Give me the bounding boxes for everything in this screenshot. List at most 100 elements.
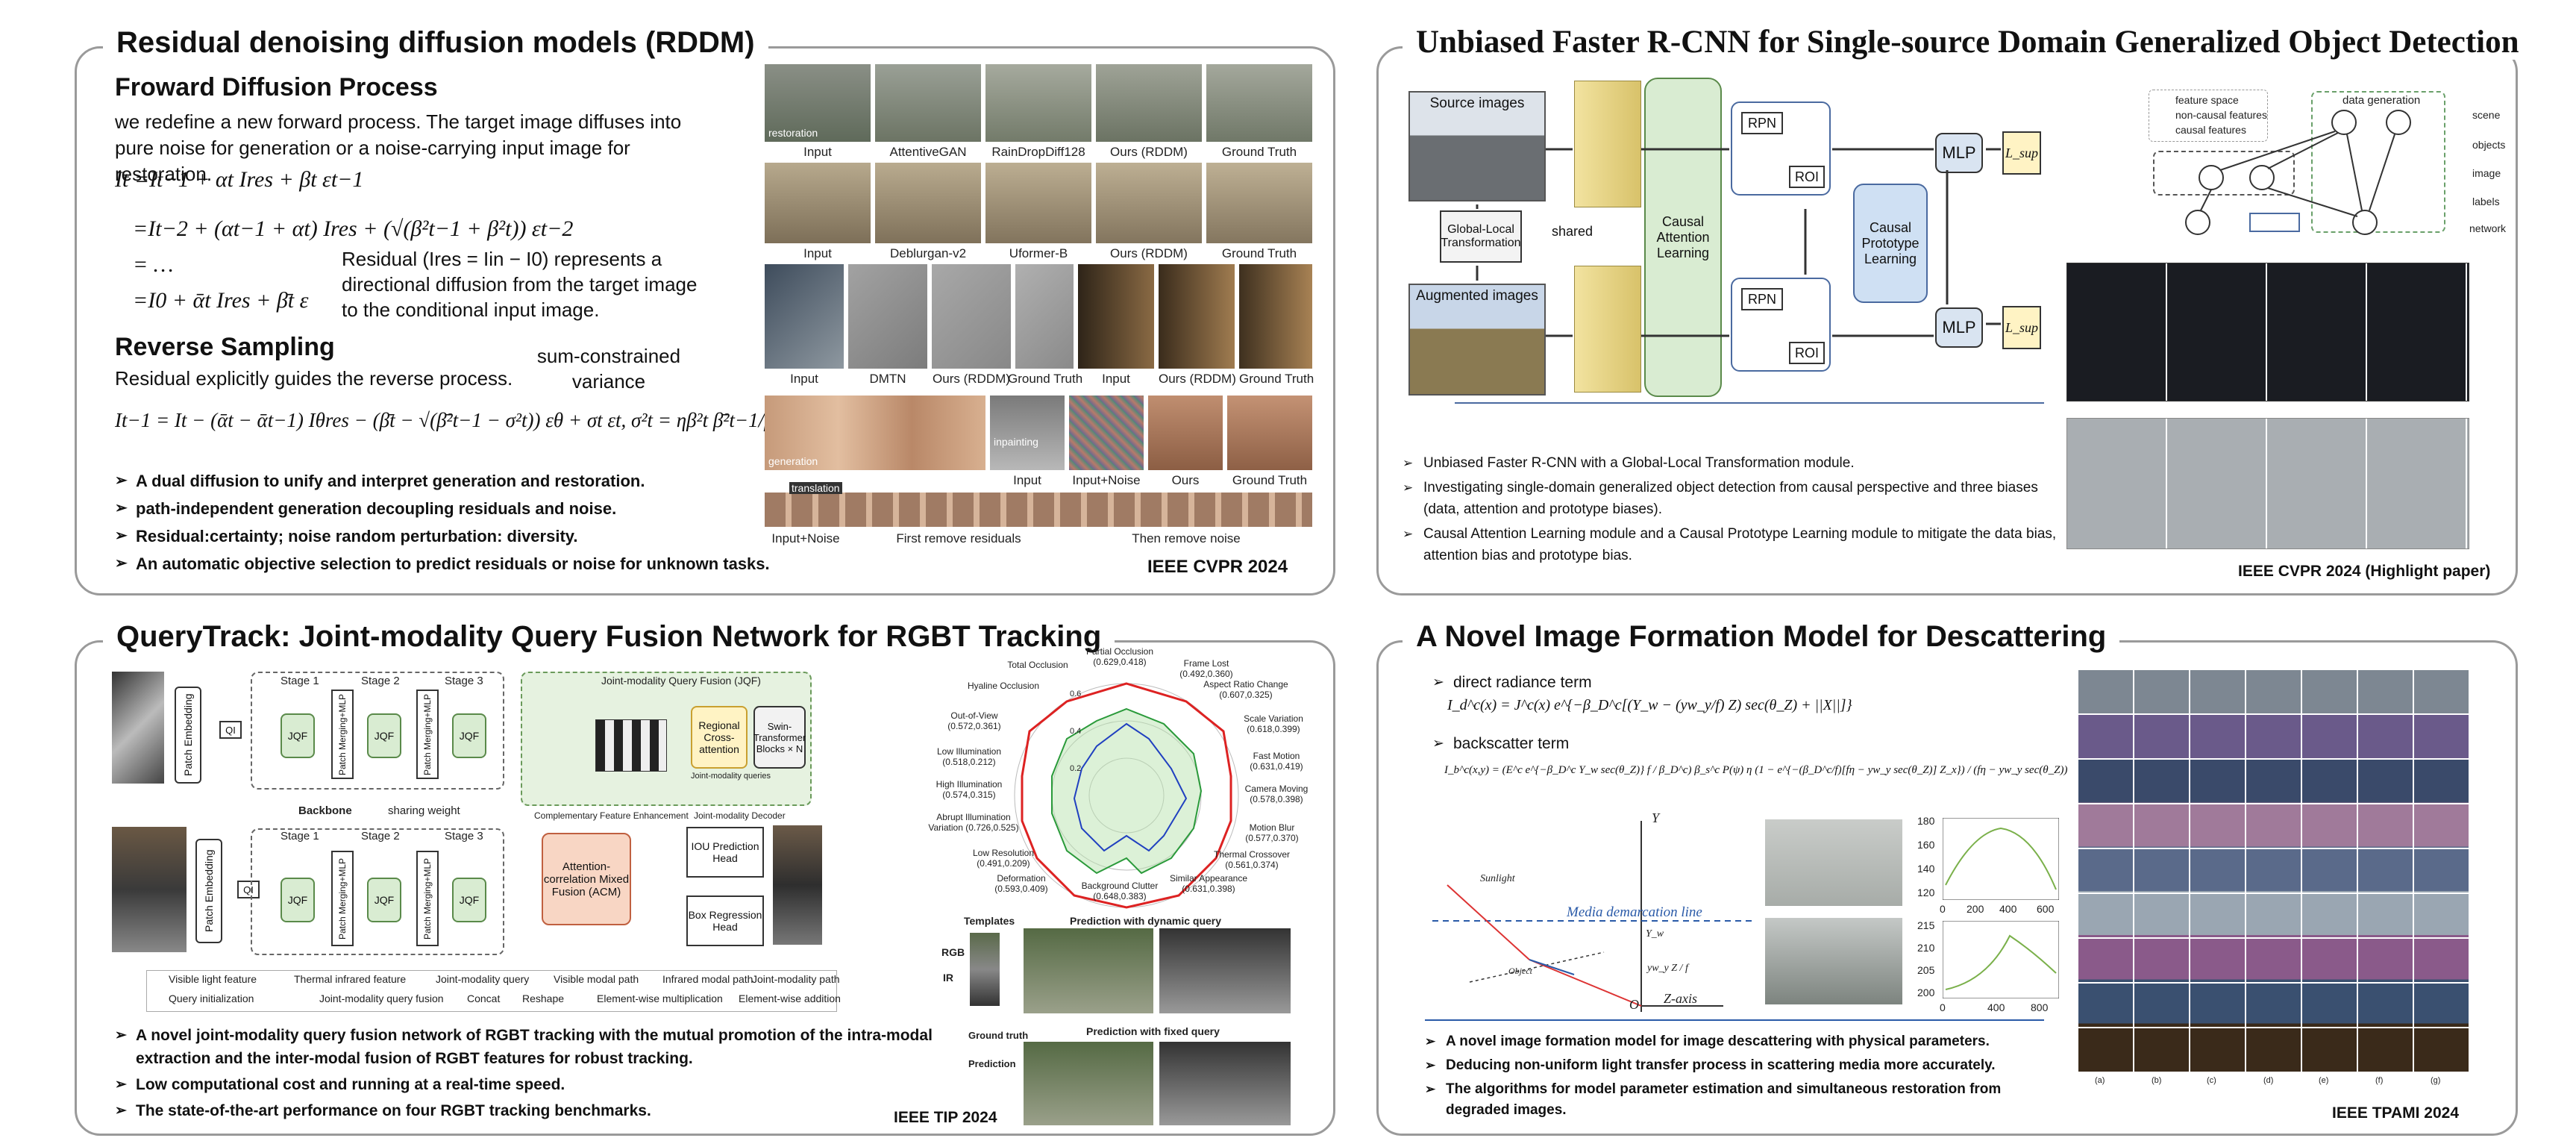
rddm-title: Residual denoising diffusion models (RDD… [103, 25, 768, 60]
qt-jqf-block: JQF [281, 713, 315, 758]
qt-cfe-label: Complementary Feature Enhancement [534, 810, 689, 821]
qt-patch-merging: Patch Merging+MLP [416, 851, 439, 946]
descatter-direct-term: direct radiance term [1432, 672, 1592, 694]
rddm-img [875, 163, 981, 243]
descatter-title: A Novel Image Formation Model for Descat… [1403, 619, 2120, 654]
rddm-reverse-text: Residual explicitly guides the reverse p… [115, 367, 513, 390]
rddm-eq2: =It−2 + (αt−1 + αt) Ires + (√(β²t−1 + β²… [133, 216, 574, 241]
qt-legend-item: Joint-modality query [436, 973, 530, 985]
rddm-caption: Input+Noise [771, 531, 840, 546]
querytrack-venue: IEEE TIP 2024 [894, 1109, 997, 1126]
qt-radar-label: Abrupt Illumination Variation (0.726,0.5… [928, 812, 1019, 833]
frcnn-rpn-bottom: RPN [1741, 288, 1783, 310]
qt-radar-label: Partial Occlusion (0.629,0.418) [1085, 646, 1154, 667]
querytrack-bullet: The state-of-the-art performance on four… [115, 1099, 958, 1122]
descatter-col-label: (d) [2263, 1076, 2274, 1085]
descatter-divider [1425, 1019, 2044, 1021]
rddm-caption: Ours (RDDM) [1110, 246, 1188, 260]
rddm-img [1159, 264, 1235, 369]
descatter-sunlight: Sunlight [1480, 873, 1515, 884]
qt-legend-item: Joint-modality path [752, 973, 840, 985]
descatter-origin: O [1629, 997, 1639, 1012]
rddm-img [1069, 396, 1144, 470]
descatter-col-label: (g) [2431, 1076, 2441, 1085]
qt-radar-label: Fast Motion (0.631,0.419) [1250, 751, 1303, 772]
frcnn-source-label: Source images [1429, 96, 1525, 111]
descatter-plot2-ytick: 205 [1917, 964, 1935, 976]
qt-radar-label: Low Resolution (0.491,0.209) [972, 848, 1035, 869]
qt-radar-label: Scale Variation (0.618,0.399) [1244, 713, 1303, 734]
qt-radar-tick: 0.6 [1070, 690, 1082, 698]
qt-sharing-weight-label: sharing weight [388, 804, 460, 817]
rddm-eq4: =I0 + ᾱt Ires + β̄t ε [133, 288, 309, 313]
frcnn-augmented-image [1408, 284, 1546, 396]
descatter-geometry-svg [1432, 821, 1753, 1012]
rddm-caption: Deblurgan-v2 [889, 246, 967, 260]
qt-legend-item: Element-wise multiplication [597, 992, 723, 1004]
rddm-caption: Ground Truth [1239, 372, 1314, 386]
rddm-caption: First remove residuals [896, 531, 1021, 546]
qt-legend-box [146, 970, 837, 1012]
descatter-axis-y: Y [1652, 810, 1660, 825]
rddm-img [765, 396, 985, 470]
qt-stage-label: Stage 2 [361, 675, 400, 687]
qt-radar-label: Deformation (0.593,0.409) [994, 873, 1048, 894]
rddm-reverse-heading: Reverse Sampling [115, 333, 335, 361]
frcnn-augmented-label: Augmented images [1416, 288, 1538, 304]
qt-radar-svg [1014, 682, 1239, 909]
descatter-plot2-xtick: 0 [1940, 1001, 1946, 1013]
frcnn-arrows [1455, 148, 2044, 404]
qt-radar-label: Background Clutter (0.648,0.383) [1081, 881, 1159, 901]
descatter-bullet-list: A novel image formation model for image … [1425, 1031, 2066, 1121]
rddm-caption: Ours (RDDM) [933, 372, 1010, 386]
rddm-caption: Ground Truth [1221, 246, 1297, 260]
qt-box-head: Box Regression Head [686, 895, 764, 946]
qt-jqf-block: JQF [281, 878, 315, 922]
descatter-col-label: (b) [2152, 1076, 2162, 1085]
qt-stage-group-bottom [251, 828, 504, 955]
qt-radar-label: Aspect Ratio Change (0.607,0.325) [1203, 679, 1288, 700]
qt-rgb-inputs [112, 827, 187, 952]
descatter-haze-photo-2 [1765, 918, 1902, 1004]
querytrack-title: QueryTrack: Joint-modality Query Fusion … [103, 619, 1115, 654]
rddm-caption: Ours [1171, 473, 1200, 487]
rddm-caption: Input [803, 145, 832, 159]
qt-pred-dynamic-label: Prediction with dynamic query [1070, 915, 1222, 927]
qt-jqf-block: JQF [452, 878, 486, 922]
qt-legend-item: Reshape [522, 992, 565, 1004]
descatter-plot2-ytick: 210 [1917, 942, 1935, 954]
qt-iou-head: IOU Prediction Head [686, 827, 764, 878]
rddm-caption: Input [1102, 372, 1130, 386]
qt-templates-label: Templates [964, 915, 1015, 927]
frcnn-graph-right-label: labels [2472, 196, 2500, 207]
querytrack-bullet: Low computational cost and running at a … [115, 1073, 958, 1096]
descatter-plot2-ytick: 215 [1917, 919, 1935, 931]
rddm-caption: Ground Truth [1232, 473, 1308, 487]
rddm-forward-text: we redefine a new forward process. The t… [115, 110, 682, 185]
frcnn-bullet: Causal Attention Learning module and a C… [1403, 523, 2059, 566]
qt-stage-label: Stage 3 [445, 675, 483, 687]
qt-radar-label: Total Occlusion [1007, 660, 1068, 670]
rddm-venue: IEEE CVPR 2024 [1147, 557, 1288, 577]
qt-dynamic-ir [1159, 928, 1291, 1013]
qt-radar-tick: 0.2 [1070, 764, 1082, 773]
rddm-bullet: Residual:certainty; noise random perturb… [115, 522, 770, 550]
descatter-plot1-ytick: 180 [1917, 815, 1935, 827]
qt-legend-item: Concat [467, 992, 501, 1004]
frcnn-title: Unbiased Faster R-CNN for Single-source … [1403, 25, 2533, 60]
qt-ground-truth-label: Ground truth [968, 1030, 1029, 1041]
descatter-backscatter-term: backscatter term [1432, 733, 1569, 755]
rddm-img [932, 264, 1011, 369]
frcnn-glt-box: Global-Local Transformation [1440, 210, 1522, 263]
frcnn-graph-edges [2185, 110, 2411, 235]
rddm-img [875, 64, 981, 142]
frcnn-mlp-bottom: MLP [1935, 307, 1983, 348]
descatter-venue: IEEE TPAMI 2024 [2332, 1104, 2460, 1122]
rddm-caption: Ground Truth [1221, 145, 1297, 159]
rddm-eq1: It =It−1 + αt Ires + βt εt−1 [115, 167, 364, 192]
qt-jqf-block: JQF [367, 713, 401, 758]
rddm-forward-heading: Froward Diffusion Process [115, 73, 438, 101]
descatter-plot1-xtick: 200 [1967, 903, 1984, 915]
descatter-z-axis: Z-axis [1664, 991, 1697, 1006]
qt-fixed-ir [1159, 1042, 1291, 1125]
